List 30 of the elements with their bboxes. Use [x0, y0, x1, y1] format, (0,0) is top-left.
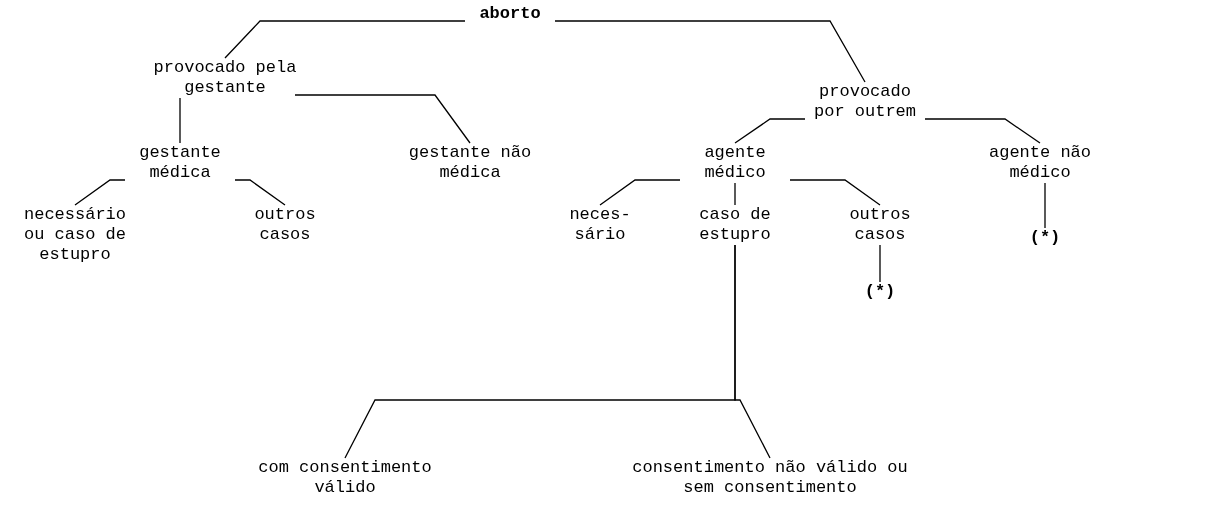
tree-node-label: com consentimento válido: [238, 458, 452, 498]
connector-line: [734, 118, 806, 144]
tree-node-label: outros casos: [243, 205, 327, 245]
tree-node-label: (*): [853, 282, 907, 302]
tree-node-label: caso de estupro: [688, 205, 782, 245]
tree-node-label: (*): [1018, 228, 1072, 248]
connector-line: [599, 179, 681, 206]
tree-node-label: aborto: [463, 4, 557, 24]
tree-node-label: gestante não médica: [405, 143, 535, 183]
tree-node-label: provocado pela gestante: [153, 58, 297, 98]
tree-node-label: gestante médica: [123, 143, 237, 183]
connector-line: [179, 97, 181, 144]
connector-line: [224, 20, 466, 59]
tree-node-label: agente médico: [678, 143, 792, 183]
tree-node-label: neces- sário: [563, 205, 637, 245]
connector-line: [554, 20, 866, 83]
tree-node-label: provocado por outrem: [803, 82, 927, 122]
connector-line: [74, 179, 126, 206]
connector-line: [1044, 182, 1046, 229]
connector-line: [734, 182, 736, 206]
connector-line: [879, 244, 881, 283]
connector-line: [234, 179, 286, 206]
tree-node-label: outros casos: [838, 205, 922, 245]
connector-line: [734, 244, 771, 459]
connector-line: [789, 179, 881, 206]
connector-line: [294, 94, 471, 144]
tree-node-label: agente não médico: [985, 143, 1095, 183]
tree-node-label: necessário ou caso de estupro: [17, 205, 133, 265]
tree-node-label: consentimento não válido ou sem consentimento: [623, 458, 917, 498]
connector-line: [924, 118, 1041, 144]
